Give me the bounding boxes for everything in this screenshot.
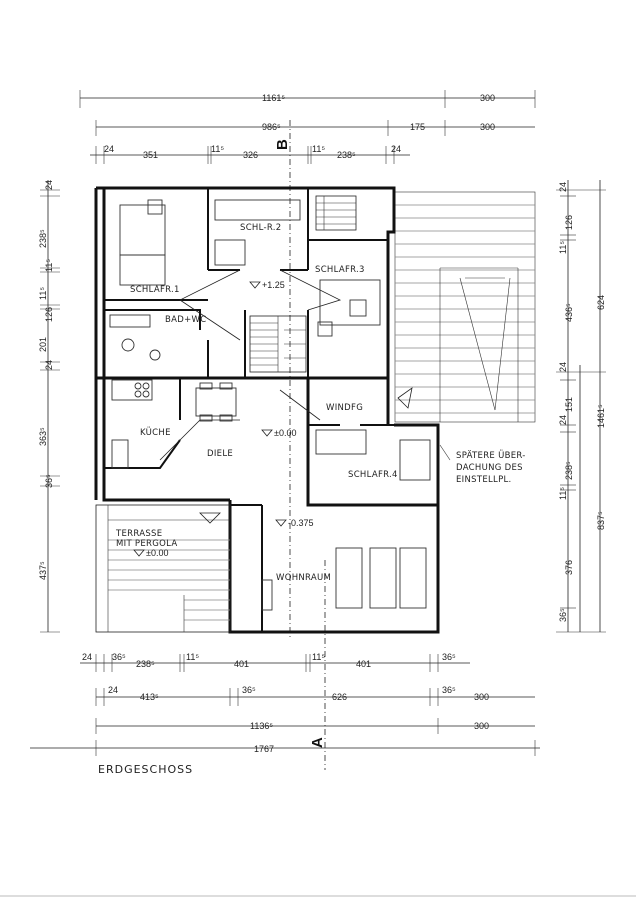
furniture <box>109 199 431 611</box>
dim-left-2: 238⁵ <box>38 229 48 248</box>
room-bad-wc: BAD+WC <box>165 315 206 325</box>
note-carport-line-2: DACHUNG DES <box>456 463 523 473</box>
dim-right-3: 11⁵ <box>558 241 568 254</box>
dim-seg-3: 11⁵ <box>211 144 224 154</box>
dim-bottom-r1-f: 11⁵ <box>312 652 325 662</box>
dim-bottom-r1-c: 238⁵ <box>136 659 155 669</box>
room-schlafr4: SCHLAFR.4 <box>348 470 398 480</box>
dim-seg-7: 24 <box>391 144 401 154</box>
dim-right-4: 436⁵ <box>564 303 574 322</box>
room-windfg: WINDFG <box>326 403 363 413</box>
dim-bottom-r1-d: 11⁵ <box>186 652 199 662</box>
dim-right-11: 11⁵ <box>558 487 568 500</box>
room-labels: SCHLAFR.1 SCHL-R.2 SCHLAFR.3 BAD+WC KÜCH… <box>115 223 398 583</box>
room-diele: DIELE <box>207 449 233 459</box>
dim-seg-6: 238⁵ <box>337 150 356 160</box>
dim-bottom-r1-a: 24 <box>82 652 92 662</box>
dim-bottom-r2-c: 36⁵ <box>242 685 256 695</box>
dim-seg-5: 11⁵ <box>312 144 325 154</box>
dim-seg-1: 24 <box>104 144 114 154</box>
dim-bottom-r2-e: 36⁵ <box>442 685 456 695</box>
dim-seg-2: 351 <box>143 150 158 160</box>
dim-bottom-r1-g: 401 <box>356 659 371 669</box>
room-terrasse: TERRASSE <box>115 529 162 539</box>
dim-left-6: 201 <box>38 337 48 352</box>
dim-overall-right: 300 <box>480 93 495 103</box>
dim-bottom-r2-f: 300 <box>474 692 489 702</box>
parking-area: SPÄTERE ÜBER- DACHUNG DES EINSTELLPL. <box>394 191 536 485</box>
dim-bottom-r1-e: 401 <box>234 659 249 669</box>
room-schlr2: SCHL-R.2 <box>240 223 282 233</box>
dim-bottom-r2-b: 413⁵ <box>140 692 159 702</box>
room-kueche: KÜCHE <box>140 427 171 438</box>
note-carport-line-1: SPÄTERE ÜBER- <box>456 450 526 461</box>
level-wohnraum: -0.375 <box>288 518 314 528</box>
section-mark-b: B <box>274 120 291 640</box>
dim-right-1: 24 <box>558 182 568 192</box>
dim-right-14: 36⁵ <box>558 608 568 622</box>
room-schlafr1: SCHLAFR.1 <box>130 285 180 295</box>
dim-left-9: 36⁵ <box>44 474 54 488</box>
note-carport-line-3: EINSTELLPL. <box>456 475 512 485</box>
interior-walls <box>104 188 394 632</box>
dim-right-5: 624 <box>596 295 606 310</box>
level-upper: +1.25 <box>262 280 285 290</box>
bottom-dimensions: 24 36⁵ 238⁵ 11⁵ 401 11⁵ 401 36⁵ 24 413⁵ … <box>30 652 540 756</box>
dim-bottom-r3-a: 1136⁵ <box>250 721 273 731</box>
dim-left-4: 11⁵ <box>38 287 48 300</box>
right-dimensions: 24 126 11⁵ 436⁵ 624 24 151 24 1461⁵ 238⁵… <box>556 180 606 633</box>
dim-inner-right-a: 175 <box>410 122 425 132</box>
dim-right-13: 376 <box>564 560 574 575</box>
dim-right-9: 1461⁵ <box>596 404 606 428</box>
dim-bottom-r1-h: 36⁵ <box>442 652 456 662</box>
room-terrasse-pergola: MIT PERGOLA <box>116 539 177 549</box>
stair-upper <box>315 195 357 231</box>
section-label-a: A <box>309 737 326 748</box>
room-wohnraum: WOHNRAUM <box>276 573 331 583</box>
room-schlafr3: SCHLAFR.3 <box>315 265 365 275</box>
dim-right-6: 24 <box>558 362 568 372</box>
dim-right-12: 837⁵ <box>596 511 606 530</box>
dim-left-8: 363⁵ <box>38 427 48 446</box>
terrace <box>95 504 231 633</box>
top-dimensions: 1161⁵ 300 986⁵ 175 300 24 351 11⁵ 326 11… <box>79 90 536 164</box>
dim-left-1: 24 <box>44 180 54 190</box>
drawing-title: ERDGESCHOSS <box>98 763 193 776</box>
dim-right-2: 126 <box>564 215 574 230</box>
dim-overall-width: 1161⁵ <box>262 93 285 103</box>
dim-left-5: 126 <box>44 307 54 322</box>
dim-bottom-r1-b: 36⁵ <box>112 652 126 662</box>
dim-right-10: 238⁵ <box>564 461 574 480</box>
dim-bottom-r2-a: 24 <box>108 685 118 695</box>
dim-left-3: 11⁵ <box>44 259 54 272</box>
section-label-b: B <box>274 139 291 150</box>
dim-left-10: 437⁵ <box>38 561 48 580</box>
dim-left-7: 24 <box>44 360 54 370</box>
dim-inner-right-b: 300 <box>480 122 495 132</box>
stair-main <box>249 315 307 373</box>
dim-right-7: 151 <box>564 397 574 412</box>
level-terrasse: ±0.00 <box>146 548 168 558</box>
dim-bottom-r4-a: 1767 <box>254 744 274 754</box>
dim-inner-width: 986⁵ <box>262 122 281 132</box>
dim-bottom-r3-b: 300 <box>474 721 489 731</box>
dim-seg-4: 326 <box>243 150 258 160</box>
section-mark-a: A <box>309 560 326 770</box>
level-diele: ±0.00 <box>274 428 296 438</box>
dim-right-8: 24 <box>558 415 568 425</box>
level-markers: +1.25 ±0.00 ±0.00 -0.375 <box>133 280 413 558</box>
dim-bottom-r2-d: 626 <box>332 692 347 702</box>
left-dimensions: 24 238⁵ 11⁵ 11⁵ 126 201 24 363⁵ 36⁵ 437⁵ <box>38 180 60 633</box>
